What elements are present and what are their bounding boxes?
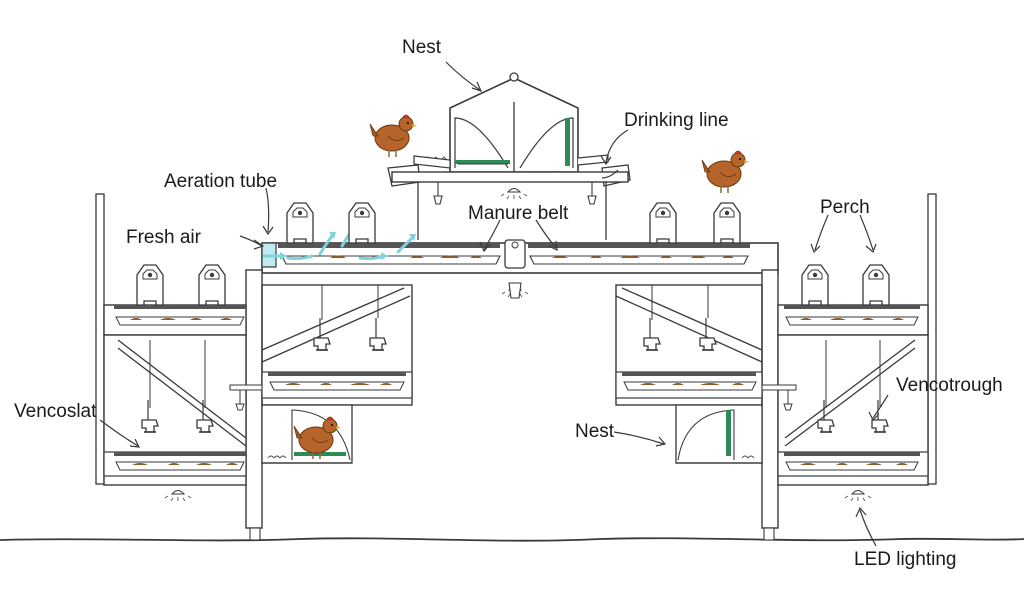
- upper-tier: [261, 202, 779, 299]
- label-drinking-line: Drinking line: [624, 110, 729, 131]
- perch-icon: [801, 264, 829, 306]
- label-manure-belt: Manure belt: [468, 203, 569, 224]
- label-vencotrough: Vencotrough: [896, 375, 1003, 396]
- perch-icon: [348, 202, 376, 244]
- perch-icon: [649, 202, 677, 244]
- trough-icon: [699, 317, 717, 351]
- manure-deposits: [300, 255, 734, 258]
- hen-icon: [369, 114, 418, 158]
- perch-icon: [713, 202, 741, 244]
- light-icon: [844, 490, 872, 502]
- drinker-nipples: [433, 182, 597, 205]
- perch-icon: [286, 202, 314, 244]
- label-nest-bottom: Nest: [575, 421, 615, 442]
- trough-icon: [369, 317, 387, 351]
- top-nest-house: [387, 72, 631, 240]
- label-fresh-air: Fresh air: [126, 227, 201, 248]
- perch-icon: [198, 264, 226, 306]
- trough-icon: [313, 317, 331, 351]
- label-led-lighting: LED lighting: [854, 549, 957, 570]
- hen-icon: [701, 150, 750, 194]
- ground-line: [0, 537, 1024, 542]
- label-aeration-tube: Aeration tube: [164, 171, 278, 192]
- trough-icon: [643, 317, 661, 351]
- perch-icon: [862, 264, 890, 306]
- label-nest-top: Nest: [402, 37, 442, 58]
- light-icon: [500, 188, 528, 200]
- perch-icon: [136, 264, 164, 306]
- right-aviary-block: [615, 193, 937, 541]
- light-icon: [164, 490, 192, 502]
- label-perch: Perch: [820, 197, 870, 218]
- label-vencoslat: Vencoslat: [14, 401, 97, 422]
- leader-arrows: [99, 61, 889, 547]
